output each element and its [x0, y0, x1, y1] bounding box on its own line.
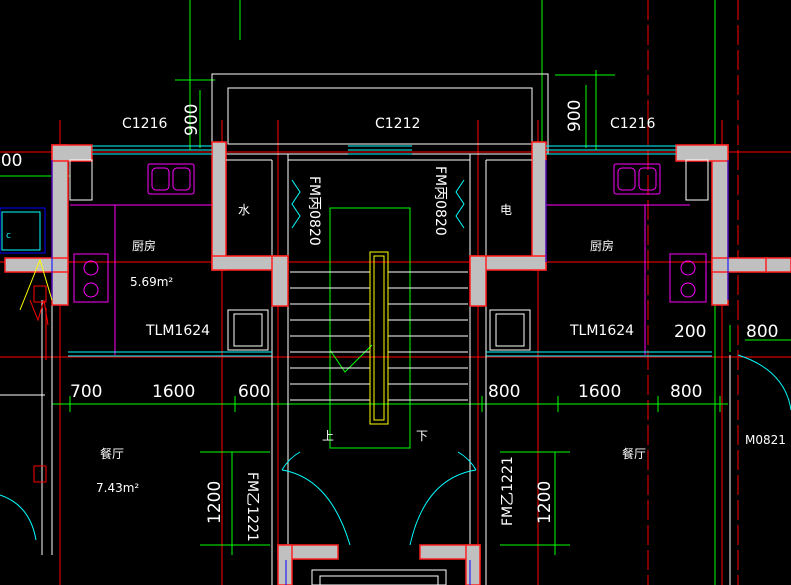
walls	[4, 141, 791, 585]
dim-200-left: 200	[0, 151, 22, 171]
dim-900-left: 900	[182, 104, 202, 136]
edge-yellow	[19, 258, 53, 311]
fire-door-label-right: FM丙0820	[432, 166, 448, 236]
fire-door-label-left: FM丙0820	[306, 176, 322, 246]
dim-1600-right: 1600	[578, 382, 621, 402]
labels: C1216 C1212 C1216 900 900 200 FM丙0820 FM…	[0, 100, 786, 542]
misc-white	[69, 159, 709, 351]
window-label-mid: C1212	[375, 116, 420, 132]
dim-1200-left: 1200	[205, 481, 225, 524]
dim-200-right: 200	[674, 322, 706, 342]
electric-label: 电	[500, 203, 512, 217]
dim-1600-left: 1600	[152, 382, 195, 402]
hatch	[0, 160, 729, 585]
fire-door-b2-label: FM乙1221	[500, 456, 516, 526]
kitchen-label-left: 厨房	[132, 238, 156, 253]
stair-down-label: 下	[416, 429, 428, 443]
kitchen-label-right: 厨房	[590, 238, 614, 253]
kitchen-fixtures	[70, 163, 707, 355]
dim-900-right: 900	[565, 100, 585, 132]
dim-800-b: 800	[670, 382, 702, 402]
dim-700: 700	[70, 382, 102, 402]
sliding-door-right: TLM1624	[569, 323, 634, 339]
windows	[0, 145, 791, 546]
window-label-left: C1216	[122, 116, 167, 132]
edge-symbols	[29, 285, 49, 483]
dim-800-edge: 800	[746, 322, 778, 342]
stair-treads	[290, 271, 468, 401]
fire-door-b1-label: FM乙1221	[244, 472, 260, 542]
window-label-right: C1216	[610, 116, 655, 132]
dining-label-right: 餐厅	[622, 446, 646, 461]
kitchen-area: 5.69m²	[130, 275, 173, 289]
dim-600: 600	[238, 382, 270, 402]
stair-up-label: 上	[322, 429, 334, 443]
dim-1200-right: 1200	[535, 481, 555, 524]
stair-handrail	[369, 251, 389, 425]
fire-door-symbols	[291, 179, 465, 229]
sliding-door-left: TLM1624	[145, 323, 210, 339]
dining-label-left: 餐厅	[100, 446, 124, 461]
cut-text: c	[6, 231, 11, 241]
door-m0821: M0821	[745, 433, 786, 447]
dining-area: 7.43m²	[96, 481, 139, 495]
water-label: 水	[238, 203, 250, 217]
dim-800-a: 800	[488, 382, 520, 402]
